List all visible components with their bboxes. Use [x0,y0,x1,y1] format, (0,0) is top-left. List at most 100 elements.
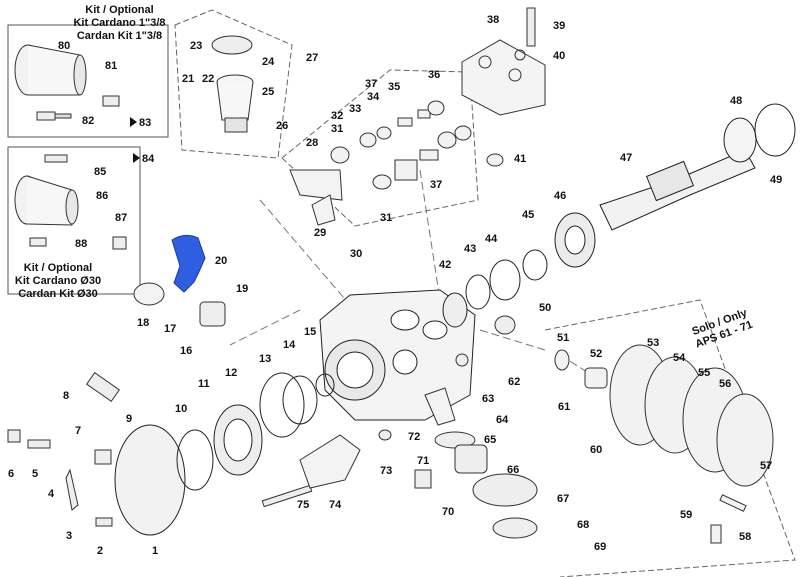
part-label-54: 54 [673,352,686,364]
ref-84: 84 [133,153,154,165]
part-label-47: 47 [620,152,633,164]
o-ring-icon [176,429,214,491]
lever-icon [289,169,343,226]
part-label-58: 58 [739,531,752,543]
bracket-icon [299,387,456,489]
seal-ring-icon [723,117,757,163]
part-label-5: 5 [32,468,39,480]
part-label-25: 25 [262,86,275,98]
part-label-3: 3 [66,530,73,542]
part-label-75: 75 [297,499,310,511]
part-label-40: 40 [553,50,566,62]
part-label-61: 61 [558,401,571,413]
cardan-shaft-icon [14,175,79,226]
part-label-10: 10 [175,403,188,415]
part-label-18: 18 [137,317,150,329]
o-ring-icon [315,373,335,397]
part-label-23: 23 [190,40,203,52]
part-label-46: 46 [554,190,567,202]
part-label-49: 49 [770,174,783,186]
part-label-36: 36 [428,69,441,81]
o-ring-icon [259,372,305,438]
part-label-20: 20 [215,255,228,267]
part-label-59: 59 [680,509,693,521]
flange-icon [114,424,186,536]
part-label-57: 57 [760,460,773,472]
part-label-64: 64 [496,414,509,426]
part-label-13: 13 [259,353,272,365]
cardan-shaft-icon [14,44,87,96]
part-label-14: 14 [283,339,296,351]
cardan-kit-30-box [7,146,141,295]
arrow-right-icon [130,117,137,127]
part-label-29: 29 [314,227,327,239]
part-label-50: 50 [539,302,552,314]
hose-icon [171,234,206,293]
part-label-7: 7 [75,425,82,437]
callout-line: Kit / Optional [85,4,154,16]
seal-ring-icon [489,259,521,301]
callout-line: Cardan Kit Ø30 [18,288,98,300]
clamp-ring-icon [133,282,165,306]
fitting-icon [378,315,516,441]
solo-group-outline [544,299,796,577]
part-label-80: 80 [58,40,71,52]
drive-shaft-icon [599,149,756,231]
part-label-70: 70 [442,506,455,518]
oil-cup-icon [211,35,254,133]
part-label-82: 82 [82,115,95,127]
part-label-63: 63 [482,393,495,405]
part-label-33: 33 [349,103,362,115]
part-label-37: 37 [430,179,443,191]
part-label-45: 45 [522,209,535,221]
key-icon [44,154,68,163]
tap-fitting-icon [65,371,120,511]
part-label-6: 6 [8,468,15,480]
part-label-8: 8 [63,390,70,402]
part-label-51: 51 [557,332,570,344]
part-label-35: 35 [388,81,401,93]
ref-label: 83 [139,117,152,129]
part-label-22: 22 [202,73,215,85]
part-label-12: 12 [225,367,238,379]
diaphragm-group-icon [554,344,774,544]
fitting-icon [199,301,226,327]
kit-optional-callout-small: Kit / Optional Kit Cardano Ø30 Cardan Ki… [8,262,108,301]
part-label-85: 85 [94,166,107,178]
callout-line: Kit / Optional [23,262,93,274]
part-label-37: 37 [365,78,378,90]
part-label-1: 1 [152,545,159,557]
part-label-31: 31 [380,212,393,224]
part-label-56: 56 [719,378,732,390]
arrow-right-icon [133,153,140,163]
bolt-icon [29,236,127,250]
part-label-69: 69 [594,541,607,553]
part-label-68: 68 [577,519,590,531]
callout-line: Kit Cardano Ø30 [14,275,102,287]
part-label-73: 73 [380,465,393,477]
part-label-43: 43 [464,243,477,255]
seal-ring-icon [465,274,491,310]
part-label-41: 41 [514,153,527,165]
piston-parts-icon [414,431,538,539]
ref-83: 83 [130,117,151,129]
part-label-62: 62 [508,376,521,388]
part-label-55: 55 [698,367,711,379]
part-label-48: 48 [730,95,743,107]
part-label-24: 24 [262,56,275,68]
kit-optional-callout-big: Kit / Optional Kit Cardano 1"3/8 Cardan … [72,4,167,43]
bolt-icon [526,7,536,47]
part-label-65: 65 [484,434,497,446]
part-label-11: 11 [198,378,210,390]
part-label-44: 44 [485,233,498,245]
valve-parts-icon [330,100,504,190]
part-label-53: 53 [647,337,660,349]
cup-group-outline [174,9,293,159]
callout-line: Cardan Kit 1"3/8 [76,30,163,42]
part-label-26: 26 [276,120,289,132]
bearing-icon [442,292,468,328]
part-label-31: 31 [331,123,344,135]
o-ring-icon [282,375,318,425]
part-label-17: 17 [164,323,177,335]
part-label-74: 74 [329,499,342,511]
